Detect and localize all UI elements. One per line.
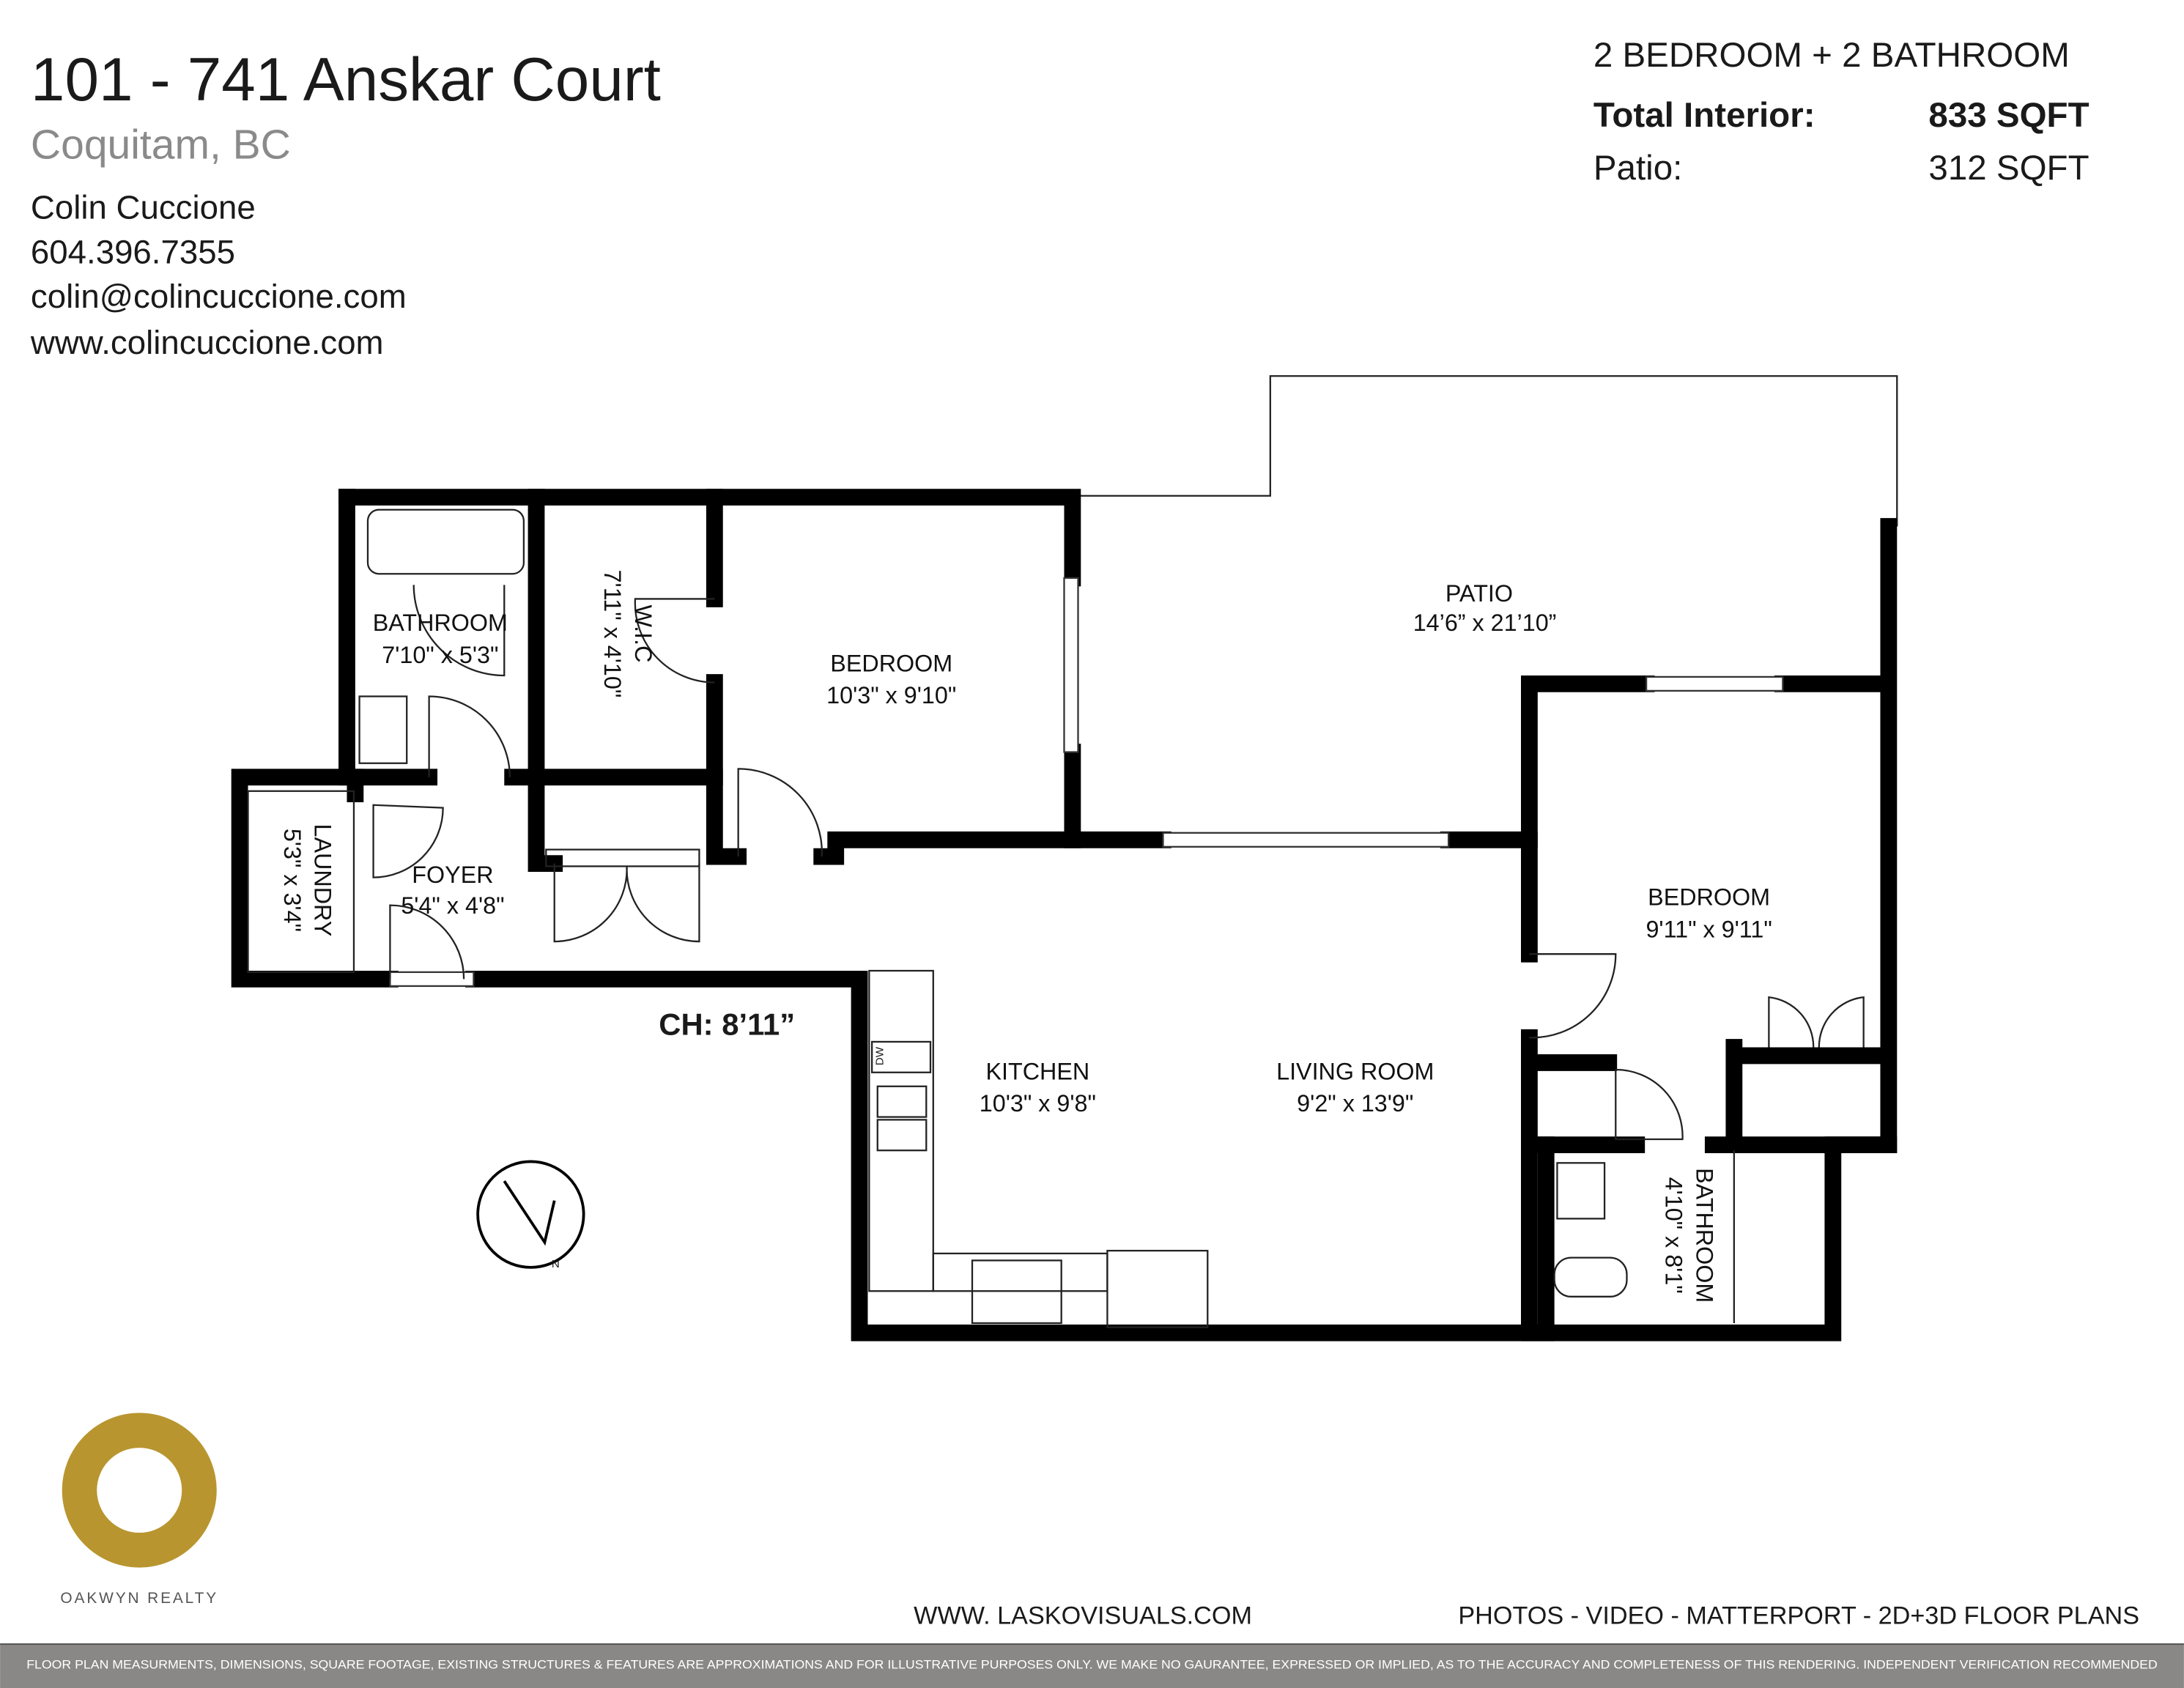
bathroom1-dims: 7'10" x 5'3" [382,642,498,668]
walls [231,489,1898,1341]
logo-text: OAKWYN REALTY [60,1590,218,1607]
compass-label: N [552,1258,560,1270]
address-title: 101 - 741 Anskar Court [31,45,661,114]
bathtub [366,508,525,575]
interior-label: Total Interior: [1593,96,1815,135]
living-dims: 9'2" x 13'9" [1297,1090,1413,1117]
kitchen-counter [868,969,934,1292]
disclaimer-text: FLOOR PLAN MEASURMENTS, DIMENSIONS, SQUA… [26,1658,2158,1671]
sink-bath1 [358,695,408,764]
footer-services: PHOTOS - VIDEO - MATTERPORT - 2D+3D FLOO… [1458,1602,2139,1630]
bedroom2-dims: 9'11" x 9'11" [1646,916,1772,942]
kitchen-name: KITCHEN [985,1058,1089,1084]
disclaimer-bar [0,1643,2184,1688]
cooktop [971,1259,1062,1325]
dishwasher [871,1040,932,1073]
interior-value: 833 SQFT [1928,96,2089,135]
bathroom2-name: BATHROOM [1692,1168,1718,1303]
kitchen-sink-a [876,1085,928,1118]
agent-name: Colin Cuccione [31,188,256,226]
bathroom1-name: BATHROOM [373,610,508,636]
agent-email: colin@colincuccione.com [31,278,407,315]
ceiling-height: CH: 8’11” [659,1007,795,1041]
dishwasher-label: DW [873,1046,886,1065]
sink-bath2 [1556,1162,1606,1220]
bedroom1-name: BEDROOM [830,650,952,676]
layout-summary: 2 BEDROOM + 2 BATHROOM [1593,36,2070,75]
bedroom2-name: BEDROOM [1648,884,1770,911]
window-bedroom1 [1063,577,1079,753]
foyer-name: FOYER [412,862,493,888]
bathroom2-dims: 4'10" x 8'1" [1661,1177,1687,1294]
laundry-dims: 5'3" x 3'4" [279,829,306,932]
wic-dims: 7'11" x 4'10" [599,570,626,698]
oakwyn-logo: OAKWYN REALTY [60,1413,218,1607]
kitchen-dims: 10'3" x 9'8" [980,1090,1096,1117]
footer-website[interactable]: WWW. LASKOVISUALS.COM [914,1602,1252,1630]
patio-dims: 14’6” x 21’10” [1413,610,1557,636]
north-compass-icon: N [476,1160,585,1270]
patio-label: Patio: [1593,149,1683,188]
agent-website: www.colincuccione.com [30,324,384,361]
sliding-door-patio[interactable] [1162,832,1450,848]
laundry-name: LAUNDRY [310,824,336,937]
doors[interactable] [372,585,1865,1141]
foyer-dims: 5'4" x 4'8" [401,892,504,919]
patio-name: PATIO [1445,580,1513,607]
living-name: LIVING ROOM [1276,1058,1434,1084]
wic-name: W.I.C [630,604,656,662]
laundry-unit [247,790,355,974]
fridge [1106,1249,1209,1328]
entry-door[interactable] [389,971,475,988]
agent-phone: 604.396.7355 [31,233,235,270]
city-subtitle: Coquitam, BC [31,122,291,169]
kitchen-sink-b [876,1119,928,1152]
window-bedroom2 [1645,675,1784,692]
toilet [1553,1256,1628,1298]
patio-outline [1079,375,1898,527]
fixtures [247,508,1735,1328]
patio-value: 312 SQFT [1928,149,2089,188]
closet-rail [545,848,700,867]
room-labels: BATHROOM 7'10" x 5'3" W.I.C 7'11" x 4'10… [279,570,1772,1303]
bedroom1-dims: 10'3" x 9'10" [826,682,956,708]
